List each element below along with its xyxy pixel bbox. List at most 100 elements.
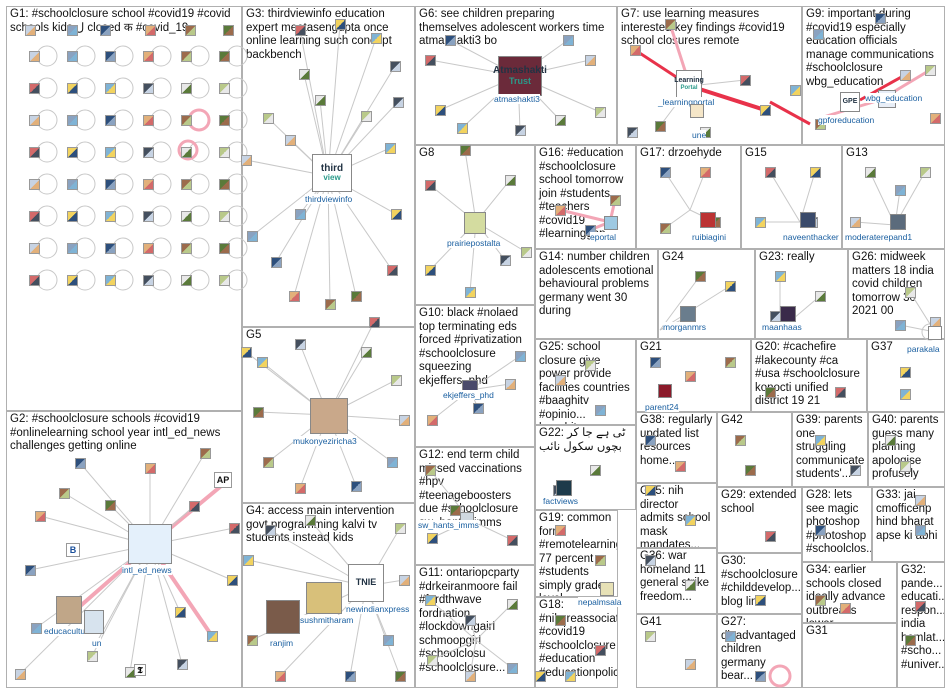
user-node-avatar[interactable] (554, 204, 566, 216)
user-node-avatar[interactable] (344, 670, 356, 682)
user-node-avatar[interactable] (104, 114, 116, 126)
user-node-avatar[interactable] (929, 112, 941, 124)
user-node-avatar[interactable] (350, 290, 362, 302)
user-node-avatar[interactable] (334, 18, 346, 30)
user-node-avatar[interactable] (142, 50, 154, 62)
hub-avatar-un[interactable] (84, 610, 104, 634)
user-node-avatar[interactable] (504, 378, 516, 390)
user-node-avatar[interactable] (24, 24, 36, 36)
user-node-avatar[interactable] (360, 346, 372, 358)
user-node-avatar[interactable] (594, 106, 606, 118)
user-node-avatar[interactable] (382, 634, 394, 646)
user-node-avatar[interactable] (66, 146, 78, 158)
user-node-avatar[interactable] (506, 598, 518, 610)
nyt-logo-icon[interactable]: 𝕿 (134, 664, 146, 676)
user-node-avatar[interactable] (66, 210, 78, 222)
user-node-avatar[interactable] (30, 622, 42, 634)
user-node-avatar[interactable] (104, 50, 116, 62)
user-node-avatar[interactable] (724, 280, 736, 292)
user-node-avatar[interactable] (764, 530, 776, 542)
user-node-avatar[interactable] (360, 110, 372, 122)
user-node-avatar[interactable] (386, 264, 398, 276)
user-node-avatar[interactable] (274, 670, 286, 682)
user-node-avatar[interactable] (104, 499, 116, 511)
user-node-avatar[interactable] (506, 534, 518, 546)
user-node-avatar[interactable] (142, 274, 154, 286)
user-node-avatar[interactable] (294, 24, 306, 36)
user-node-avatar[interactable] (350, 480, 362, 492)
user-node-avatar[interactable] (58, 487, 70, 499)
user-node-avatar[interactable] (324, 298, 336, 310)
user-node-avatar[interactable] (754, 216, 766, 228)
user-node-avatar[interactable] (142, 178, 154, 190)
user-node-avatar[interactable] (659, 222, 671, 234)
user-node-avatar[interactable] (626, 126, 638, 138)
user-node-avatar[interactable] (514, 124, 526, 136)
user-node-avatar[interactable] (834, 386, 846, 398)
user-node-avatar[interactable] (246, 230, 258, 242)
user-node-avatar[interactable] (180, 50, 192, 62)
hub-avatar-mukonyeziricha3[interactable] (310, 398, 348, 434)
user-node-avatar[interactable] (764, 166, 776, 178)
user-node-avatar[interactable] (180, 210, 192, 222)
user-node-avatar[interactable] (180, 146, 192, 158)
user-node-avatar[interactable] (28, 50, 40, 62)
user-node-avatar[interactable] (389, 60, 401, 72)
user-node-avatar[interactable] (180, 82, 192, 94)
user-node-avatar[interactable] (924, 64, 936, 76)
user-node-avatar[interactable] (839, 602, 851, 614)
user-node-avatar[interactable] (180, 242, 192, 254)
user-node-avatar[interactable] (398, 574, 410, 586)
user-node-avatar[interactable] (504, 174, 516, 186)
user-node-avatar[interactable] (298, 68, 310, 80)
user-node-avatar[interactable] (914, 600, 926, 612)
user-node-avatar[interactable] (144, 24, 156, 36)
user-node-avatar[interactable] (304, 514, 316, 526)
hub-avatar-naveenthacker[interactable] (800, 212, 816, 228)
user-node-avatar[interactable] (644, 484, 656, 496)
user-node-avatar[interactable] (424, 264, 436, 276)
user-node-avatar[interactable] (386, 456, 398, 468)
user-node-avatar[interactable] (849, 216, 861, 228)
user-node-avatar[interactable] (34, 510, 46, 522)
user-node-avatar[interactable] (864, 166, 876, 178)
hub-avatar-prairiepostalta[interactable] (464, 212, 486, 234)
user-node-avatar[interactable] (919, 166, 931, 178)
user-node-avatar[interactable] (739, 74, 751, 86)
hub-avatar-moderaterepand1[interactable] (890, 214, 906, 230)
user-node-avatar[interactable] (769, 310, 781, 322)
user-node-avatar[interactable] (734, 434, 746, 446)
user-node-avatar[interactable] (554, 614, 566, 626)
user-node-avatar[interactable] (218, 82, 230, 94)
user-node-avatar[interactable] (384, 142, 396, 154)
user-node-avatar[interactable] (104, 178, 116, 190)
user-node-avatar[interactable] (142, 114, 154, 126)
user-node-avatar[interactable] (218, 50, 230, 62)
user-node-avatar[interactable] (66, 178, 78, 190)
user-node-avatar[interactable] (426, 532, 438, 544)
user-node-avatar[interactable] (288, 290, 300, 302)
user-node-avatar[interactable] (28, 242, 40, 254)
hub-avatar-ruibiagini[interactable] (700, 212, 716, 228)
user-node-avatar[interactable] (99, 24, 111, 36)
user-node-avatar[interactable] (684, 579, 696, 591)
user-node-avatar[interactable] (684, 658, 696, 670)
user-node-avatar[interactable] (594, 644, 606, 656)
user-node-avatar[interactable] (66, 274, 78, 286)
user-node-avatar[interactable] (459, 144, 471, 156)
user-node-avatar[interactable] (28, 274, 40, 286)
user-node-avatar[interactable] (904, 286, 916, 298)
user-node-avatar[interactable] (180, 114, 192, 126)
user-node-avatar[interactable] (424, 594, 436, 606)
hub-avatar-morganmrs[interactable] (680, 306, 696, 322)
user-node-avatar[interactable] (874, 12, 886, 24)
user-node-avatar[interactable] (724, 356, 736, 368)
user-node-avatar[interactable] (584, 359, 596, 371)
user-node-avatar[interactable] (809, 166, 821, 178)
user-node-avatar[interactable] (264, 524, 276, 536)
user-node-avatar[interactable] (142, 210, 154, 222)
user-node-avatar[interactable] (644, 554, 656, 566)
user-node-avatar[interactable] (594, 554, 606, 566)
user-node-avatar[interactable] (674, 460, 686, 472)
